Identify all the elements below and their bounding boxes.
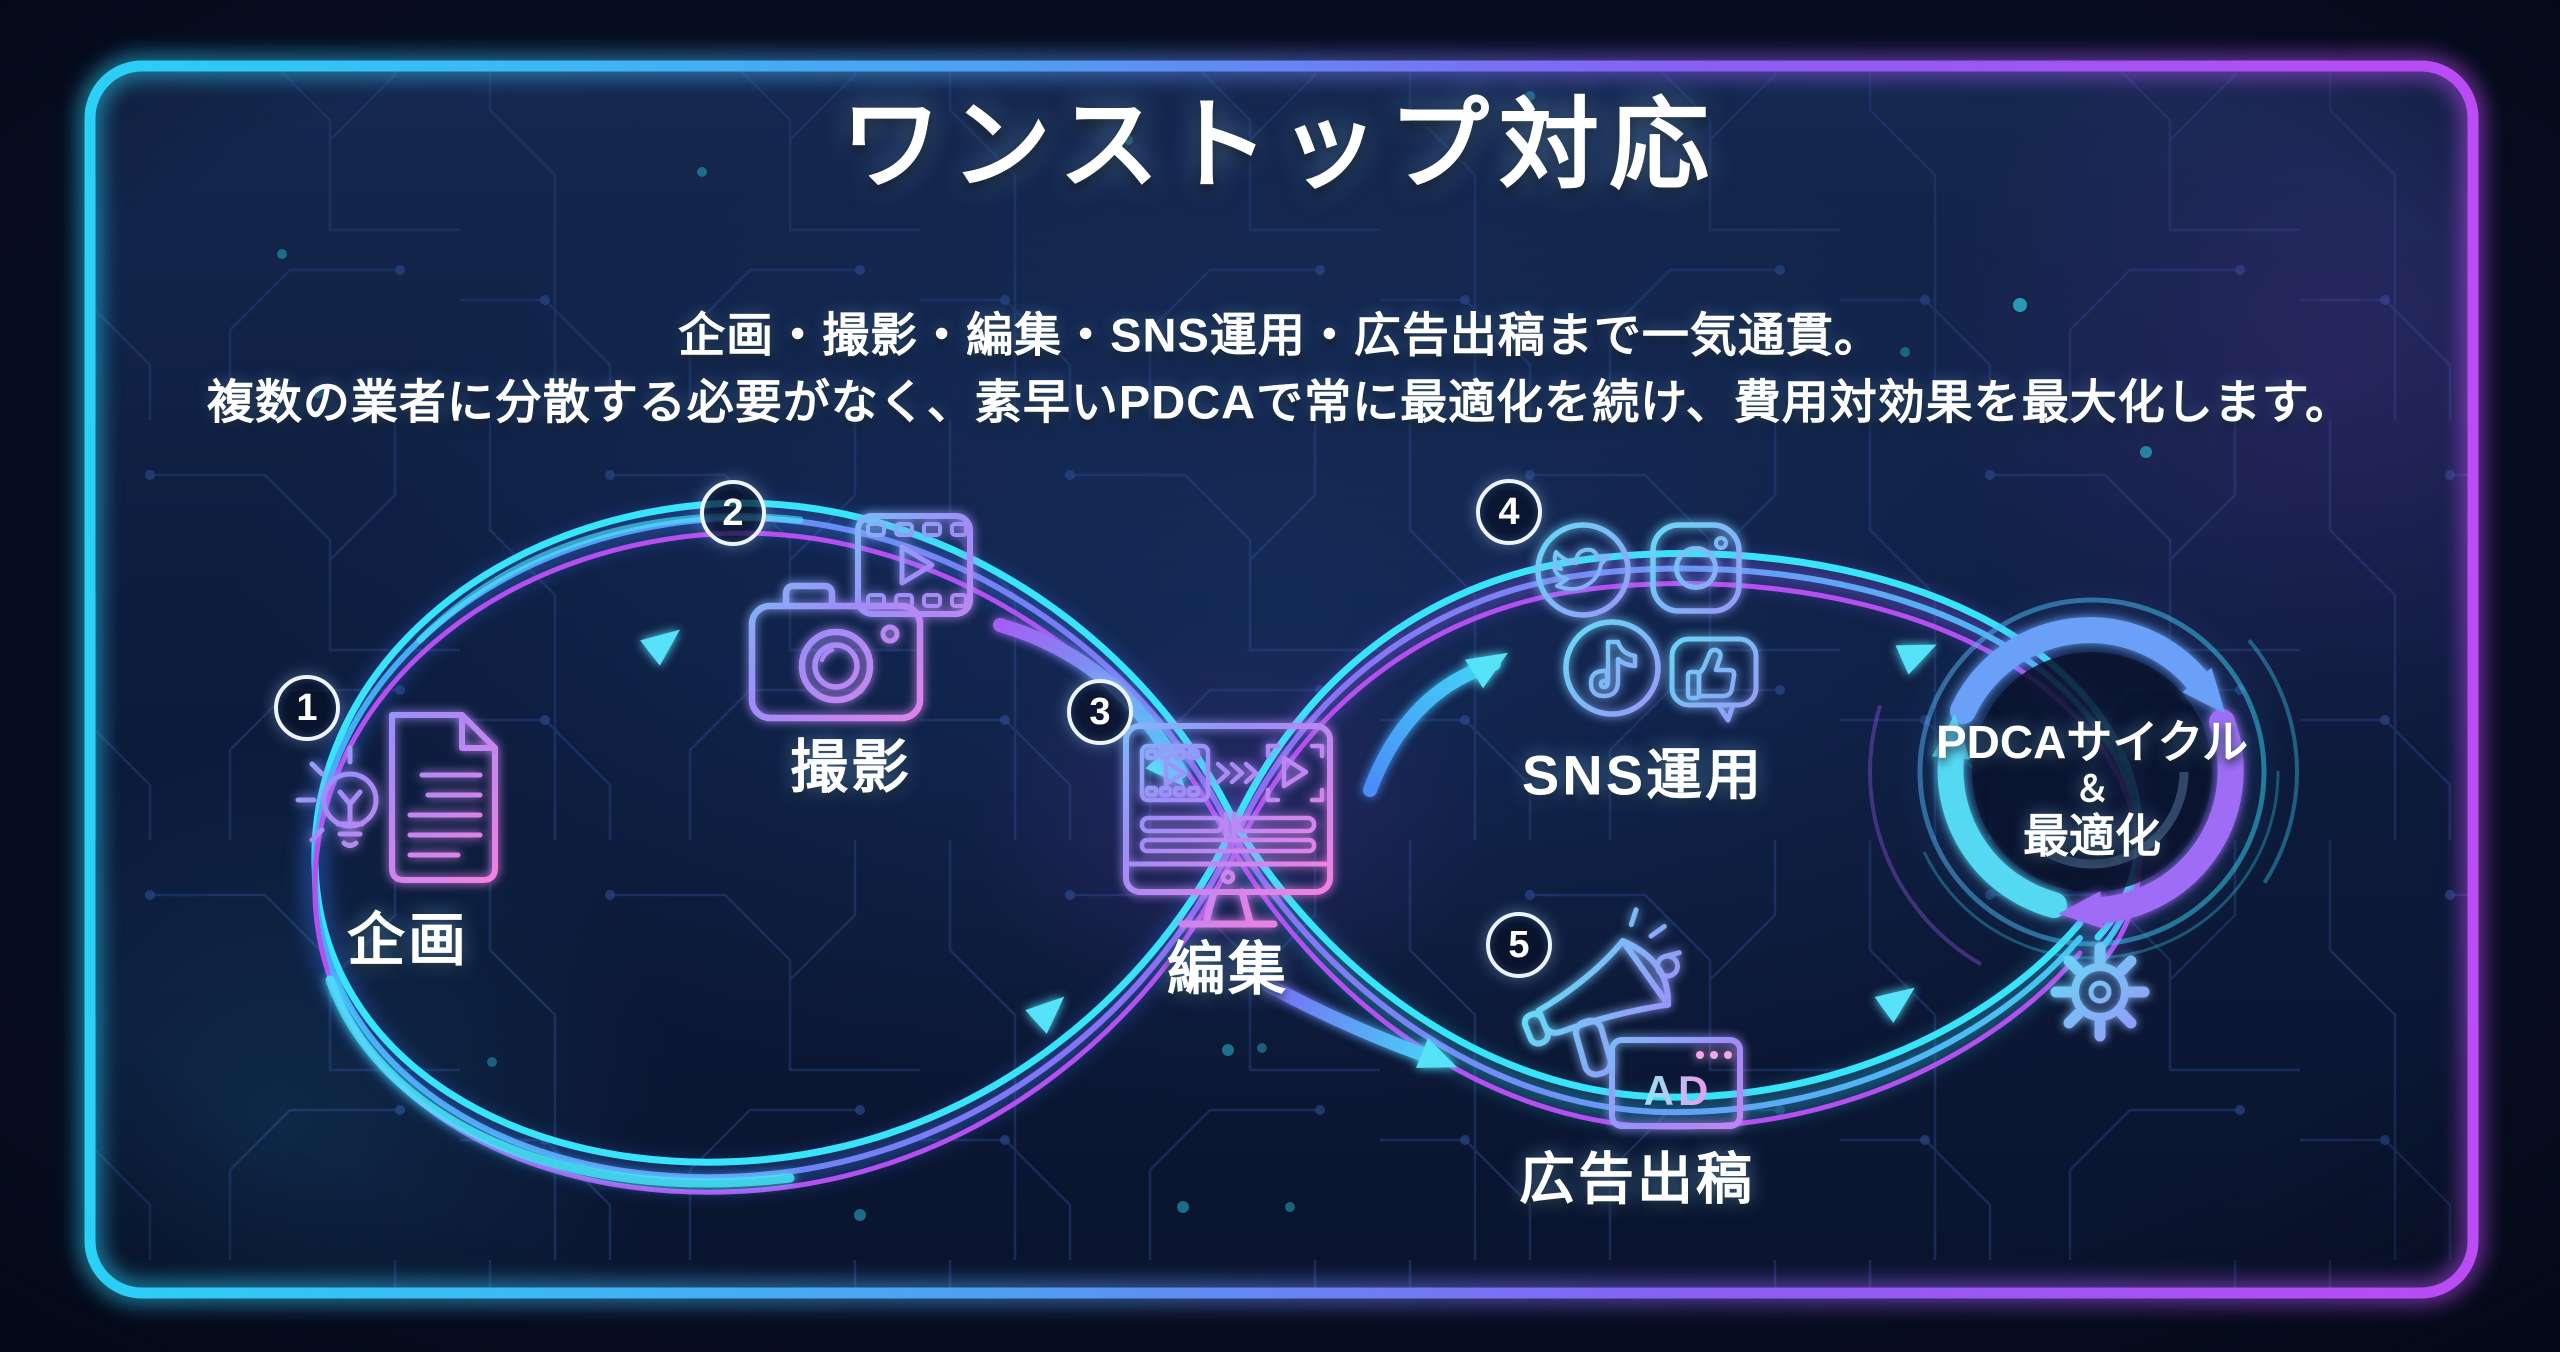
neon-frame: [78, 54, 2485, 1305]
